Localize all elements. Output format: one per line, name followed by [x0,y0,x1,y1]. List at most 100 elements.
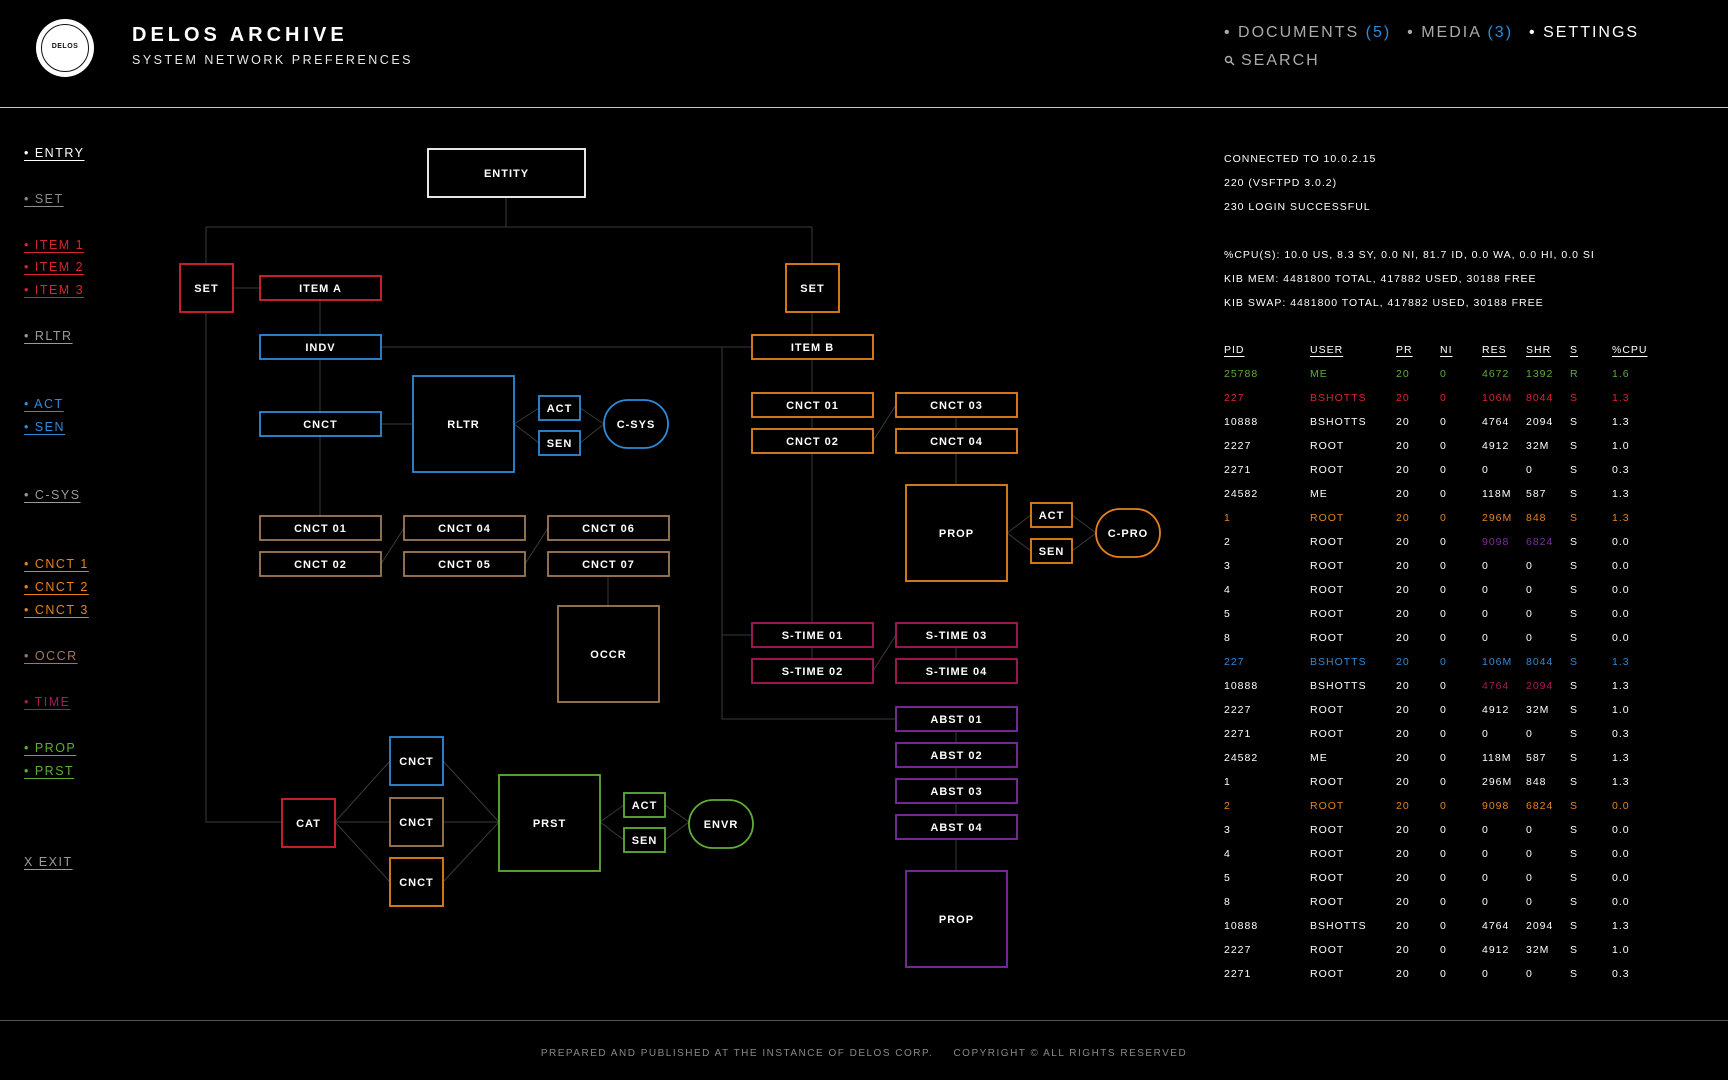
node-entity[interactable]: ENTITY [427,148,586,198]
column-header[interactable]: PR [1396,344,1413,356]
sidebar-item-item-1[interactable]: • ITEM 1 [24,238,85,252]
sidebar-item-cnct-3[interactable]: • CNCT 3 [24,603,89,617]
sidebar-item-set[interactable]: • SET [24,192,64,206]
node-cn2[interactable]: CNCT [389,797,444,847]
node-st03[interactable]: S-TIME 03 [895,622,1018,648]
node-csys[interactable]: C-SYS [603,399,669,449]
node-prop1[interactable]: PROP [905,484,1008,582]
nav-label: DOCUMENTS [1238,24,1360,41]
node-set2[interactable]: SET [785,263,840,313]
table-cell: 0 [1482,848,1489,860]
sidebar-item-cnct-1[interactable]: • CNCT 1 [24,557,89,571]
node-act1[interactable]: ACT [538,395,581,421]
node-set1[interactable]: SET [179,263,234,313]
node-cnct_b[interactable]: CNCT [259,411,382,437]
column-header[interactable]: SHR [1526,344,1552,356]
table-cell: 20 [1396,584,1410,596]
node-itemA[interactable]: ITEM A [259,275,382,301]
sidebar-item-c-sys[interactable]: • C-SYS [24,488,81,502]
node-oc03[interactable]: CNCT 03 [895,392,1018,418]
nav-settings[interactable]: • SETTINGS [1529,24,1639,42]
node-rltr[interactable]: RLTR [412,375,515,473]
node-ab01[interactable]: ABST 01 [895,706,1018,732]
node-frame [751,622,874,648]
column-header[interactable]: %CPU [1612,344,1648,356]
sidebar-item-occr[interactable]: • OCCR [24,649,78,663]
table-cell: 20 [1396,416,1410,428]
sidebar-item-sen[interactable]: • SEN [24,420,66,434]
table-cell: 20 [1396,464,1410,476]
node-envr[interactable]: ENVR [688,799,754,849]
sidebar-item-time[interactable]: • TIME [24,695,71,709]
node-oc01[interactable]: CNCT 01 [751,392,874,418]
table-cell: 0.3 [1612,728,1630,740]
node-st02[interactable]: S-TIME 02 [751,658,874,684]
sidebar-item-rltr[interactable]: • RLTR [24,329,73,343]
delos-logo[interactable]: DELOS [36,19,94,77]
column-header[interactable]: RES [1482,344,1507,356]
table-cell: 8 [1224,896,1231,908]
table-cell: 20 [1396,632,1410,644]
sidebar-item-act[interactable]: • ACT [24,397,64,411]
sidebar-item-item-3[interactable]: • ITEM 3 [24,283,85,297]
node-prop2[interactable]: PROP [905,870,1008,968]
connector-line [579,423,605,444]
sidebar-item-prst[interactable]: • PRST [24,764,75,778]
node-itemB[interactable]: ITEM B [751,334,874,360]
node-frame [895,706,1018,732]
search-link[interactable]: SEARCH [1224,52,1320,70]
node-cpro[interactable]: C-PRO [1095,508,1161,558]
sidebar-item-item-2[interactable]: • ITEM 2 [24,260,85,274]
table-cell: 20 [1396,800,1410,812]
sidebar-item-prop[interactable]: • PROP [24,741,77,755]
node-c01[interactable]: CNCT 01 [259,515,382,541]
node-indv[interactable]: INDV [259,334,382,360]
node-c05[interactable]: CNCT 05 [403,551,526,577]
node-label: ABST 01 [930,714,982,726]
node-st04[interactable]: S-TIME 04 [895,658,1018,684]
table-cell: 0 [1482,824,1489,836]
table-cell: 4 [1224,584,1231,596]
table-cell: 20 [1396,944,1410,956]
nav-count: (5) [1365,24,1392,41]
node-c06[interactable]: CNCT 06 [547,515,670,541]
table-cell: S [1570,440,1579,452]
node-sen1[interactable]: SEN [538,430,581,456]
column-header[interactable]: USER [1310,344,1344,356]
node-act2[interactable]: ACT [1030,502,1073,528]
node-cn3[interactable]: CNCT [389,857,444,907]
table-cell: 0 [1440,728,1447,740]
node-ab04[interactable]: ABST 04 [895,814,1018,840]
node-sen2[interactable]: SEN [1030,538,1073,564]
nav-media[interactable]: • MEDIA (3) [1407,24,1513,42]
column-header[interactable]: S [1570,344,1579,356]
node-frame [259,411,382,437]
node-prst[interactable]: PRST [498,774,601,872]
column-header[interactable]: NI [1440,344,1453,356]
node-st01[interactable]: S-TIME 01 [751,622,874,648]
node-ab03[interactable]: ABST 03 [895,778,1018,804]
sidebar-item-entry[interactable]: • ENTRY [24,146,85,160]
node-sen3[interactable]: SEN [623,827,666,853]
table-cell: 0.0 [1612,536,1630,548]
table-cell: S [1570,464,1579,476]
node-c02[interactable]: CNCT 02 [259,551,382,577]
node-cat[interactable]: CAT [281,798,336,848]
table-cell: 20 [1396,920,1410,932]
node-occr[interactable]: OCCR [557,605,660,703]
table-cell: 25788 [1224,368,1259,380]
table-cell: 2094 [1526,416,1554,428]
top-nav: • DOCUMENTS (5) • MEDIA (3) • SETTINGS [1224,24,1639,42]
node-c04[interactable]: CNCT 04 [403,515,526,541]
sidebar-item-cnct-2[interactable]: • CNCT 2 [24,580,89,594]
sidebar-item-x-exit[interactable]: X EXIT [24,855,73,869]
nav-documents[interactable]: • DOCUMENTS (5) [1224,24,1391,42]
table-cell: 296M [1482,512,1513,524]
node-c07[interactable]: CNCT 07 [547,551,670,577]
node-cn1[interactable]: CNCT [389,736,444,786]
column-header[interactable]: PID [1224,344,1245,356]
node-act3[interactable]: ACT [623,792,666,818]
node-ab02[interactable]: ABST 02 [895,742,1018,768]
node-oc02[interactable]: CNCT 02 [751,428,874,454]
node-oc04[interactable]: CNCT 04 [895,428,1018,454]
